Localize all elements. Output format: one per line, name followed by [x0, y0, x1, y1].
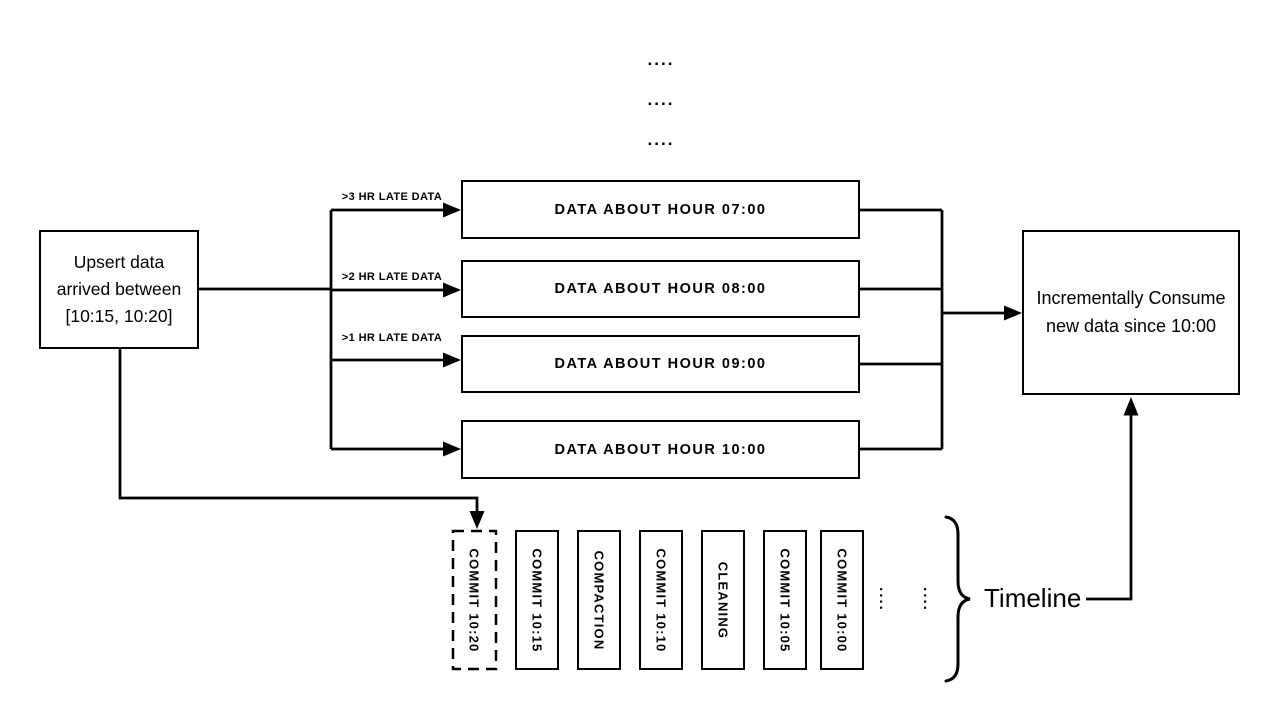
hour-box-label: DATA ABOUT HOUR 07:00: [554, 201, 767, 218]
hour-box-0900: DATA ABOUT HOUR 09:00: [461, 335, 860, 393]
arrowhead-hour-1000: [443, 441, 461, 457]
upsert-box-line: Upsert data: [73, 251, 165, 272]
timeline-ellipsis-dots: ....: [919, 586, 937, 612]
commit-label: COMMIT 10:05: [777, 548, 793, 652]
timeline-commit-1010: COMMIT 10:10: [639, 530, 683, 670]
continuation-dots: ....: [647, 90, 675, 109]
continuation-dots: ....: [647, 130, 675, 149]
timeline-ellipsis: ....: [871, 584, 897, 614]
arrowhead-commit-1020: [469, 511, 485, 529]
timeline-commit-1005: COMMIT 10:05: [763, 530, 807, 670]
consume-box-line: new data since 10:00: [1045, 315, 1217, 336]
timeline-commit-1015: COMMIT 10:15: [515, 530, 559, 670]
timeline-brace: [944, 515, 971, 683]
timeline-commit-1000: COMMIT 10:00: [820, 530, 864, 670]
upsert-data-box: Upsert data arrived between [10:15, 10:2…: [39, 230, 199, 349]
commit-label: COMMIT 10:15: [529, 548, 545, 652]
connector-upsert-to-commit: [118, 349, 479, 512]
commit-label: COMMIT 10:20: [466, 548, 482, 652]
late-data-label-2hr: >2 HR LATE DATA: [341, 271, 443, 283]
hour-box-label: DATA ABOUT HOUR 10:00: [554, 441, 767, 458]
hour-box-0700: DATA ABOUT HOUR 07:00: [461, 180, 860, 239]
hour-box-label: DATA ABOUT HOUR 09:00: [554, 356, 767, 372]
arrowhead-timeline-up: [1123, 397, 1139, 416]
upsert-box-line: arrived between: [56, 278, 182, 299]
arrowhead-hour-0800: [443, 282, 461, 298]
commit-label: COMMIT 10:00: [834, 548, 850, 652]
upsert-box-line: [10:15, 10:20]: [65, 306, 173, 327]
incremental-consume-box: Incrementally Consume new data since 10:…: [1022, 230, 1240, 395]
hour-box-label: DATA ABOUT HOUR 08:00: [554, 281, 767, 297]
late-data-label-3hr: >3 HR LATE DATA: [341, 191, 443, 203]
timeline-commit-1020: COMMIT 10:20: [452, 530, 496, 670]
arrowhead-consume: [1004, 305, 1022, 321]
late-data-label-1hr: >1 HR LATE DATA: [341, 332, 443, 344]
commit-label: COMPACTION: [591, 550, 607, 650]
hour-box-1000: DATA ABOUT HOUR 10:00: [461, 420, 860, 479]
consume-box-line: Incrementally Consume: [1036, 287, 1226, 308]
timeline-label: Timeline: [984, 583, 1082, 613]
arrowhead-hour-0700: [443, 202, 461, 218]
timeline-ellipsis-dots: ....: [875, 586, 893, 612]
commit-label: CLEANING: [715, 561, 731, 639]
hour-box-0800: DATA ABOUT HOUR 08:00: [461, 260, 860, 318]
commit-label: COMMIT 10:10: [653, 548, 669, 652]
timeline-cleaning: CLEANING: [701, 530, 745, 670]
timeline-ellipsis: ....: [915, 584, 941, 614]
timeline-compaction: COMPACTION: [577, 530, 621, 670]
continuation-dots: ....: [647, 50, 675, 69]
dashed-commit-outline: [451, 529, 498, 671]
connector-timeline-to-consume: [1086, 414, 1133, 601]
arrowhead-hour-0900: [443, 352, 461, 368]
